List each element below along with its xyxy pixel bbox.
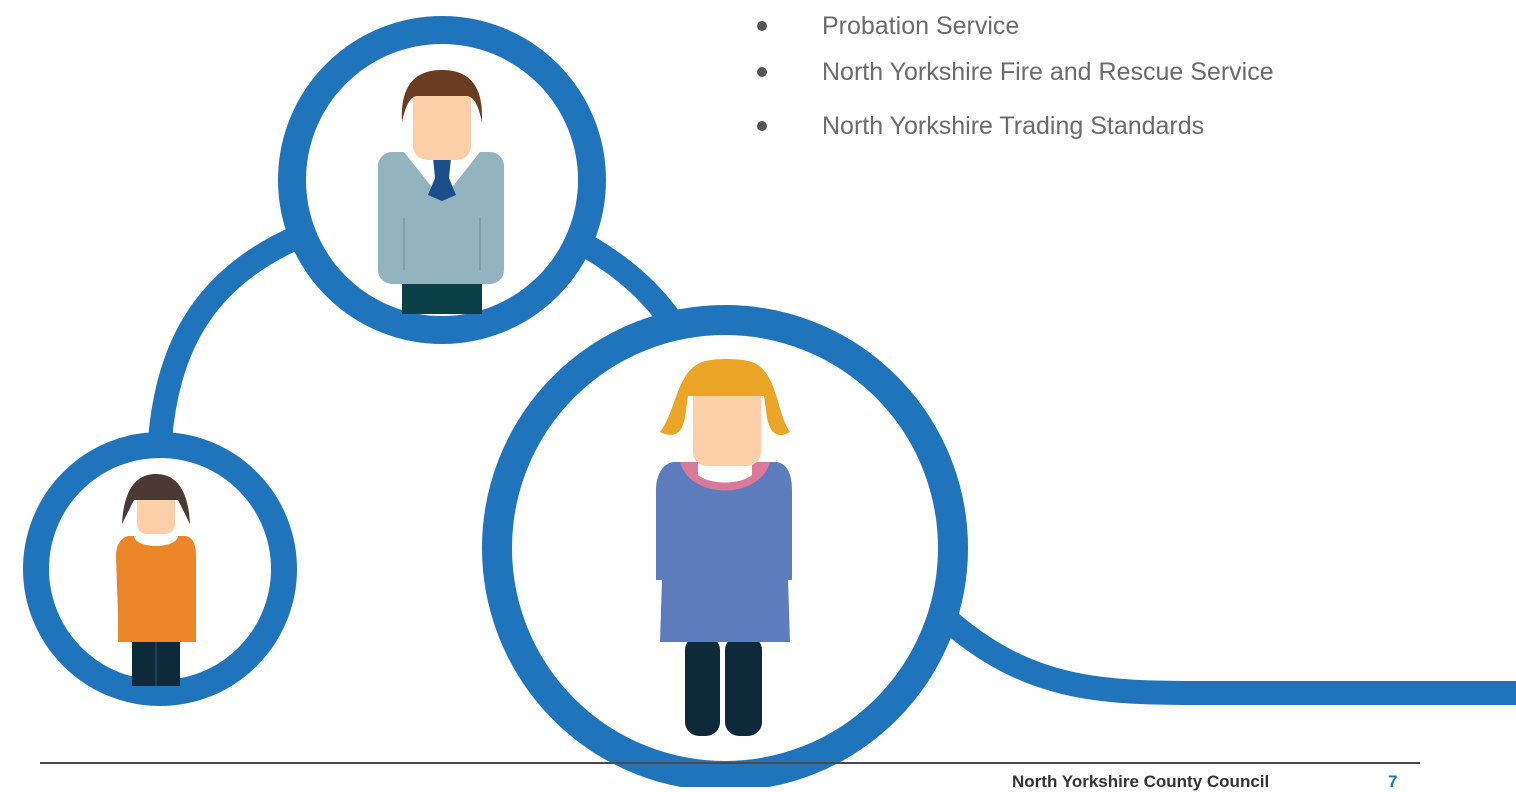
- list-item: North Yorkshire Trading Standards: [752, 108, 1274, 154]
- connector-man-girl: [148, 224, 305, 441]
- footer-organisation: North Yorkshire County Council: [1012, 772, 1270, 791]
- list-item-text: North Yorkshire Fire and Rescue Service: [822, 58, 1274, 86]
- bullet-dot: [757, 21, 767, 31]
- list-item: North Yorkshire Fire and Rescue Service: [752, 54, 1274, 108]
- list-item-text: Probation Service: [822, 12, 1020, 40]
- connector-woman-right: [942, 612, 1516, 705]
- bullet-dot: [757, 121, 767, 131]
- agency-list: Probation Service North Yorkshire Fire a…: [752, 8, 1274, 154]
- woman-figure-icon: [656, 359, 792, 736]
- connector-man-woman: [578, 234, 682, 329]
- man-figure-icon: [378, 70, 504, 314]
- page-number: 7: [1388, 772, 1398, 791]
- bullet-dot: [757, 67, 767, 77]
- girl-figure-icon: [116, 474, 196, 686]
- list-item-text: North Yorkshire Trading Standards: [822, 112, 1205, 140]
- footer-divider: [40, 762, 1420, 764]
- list-item: Probation Service: [752, 8, 1274, 54]
